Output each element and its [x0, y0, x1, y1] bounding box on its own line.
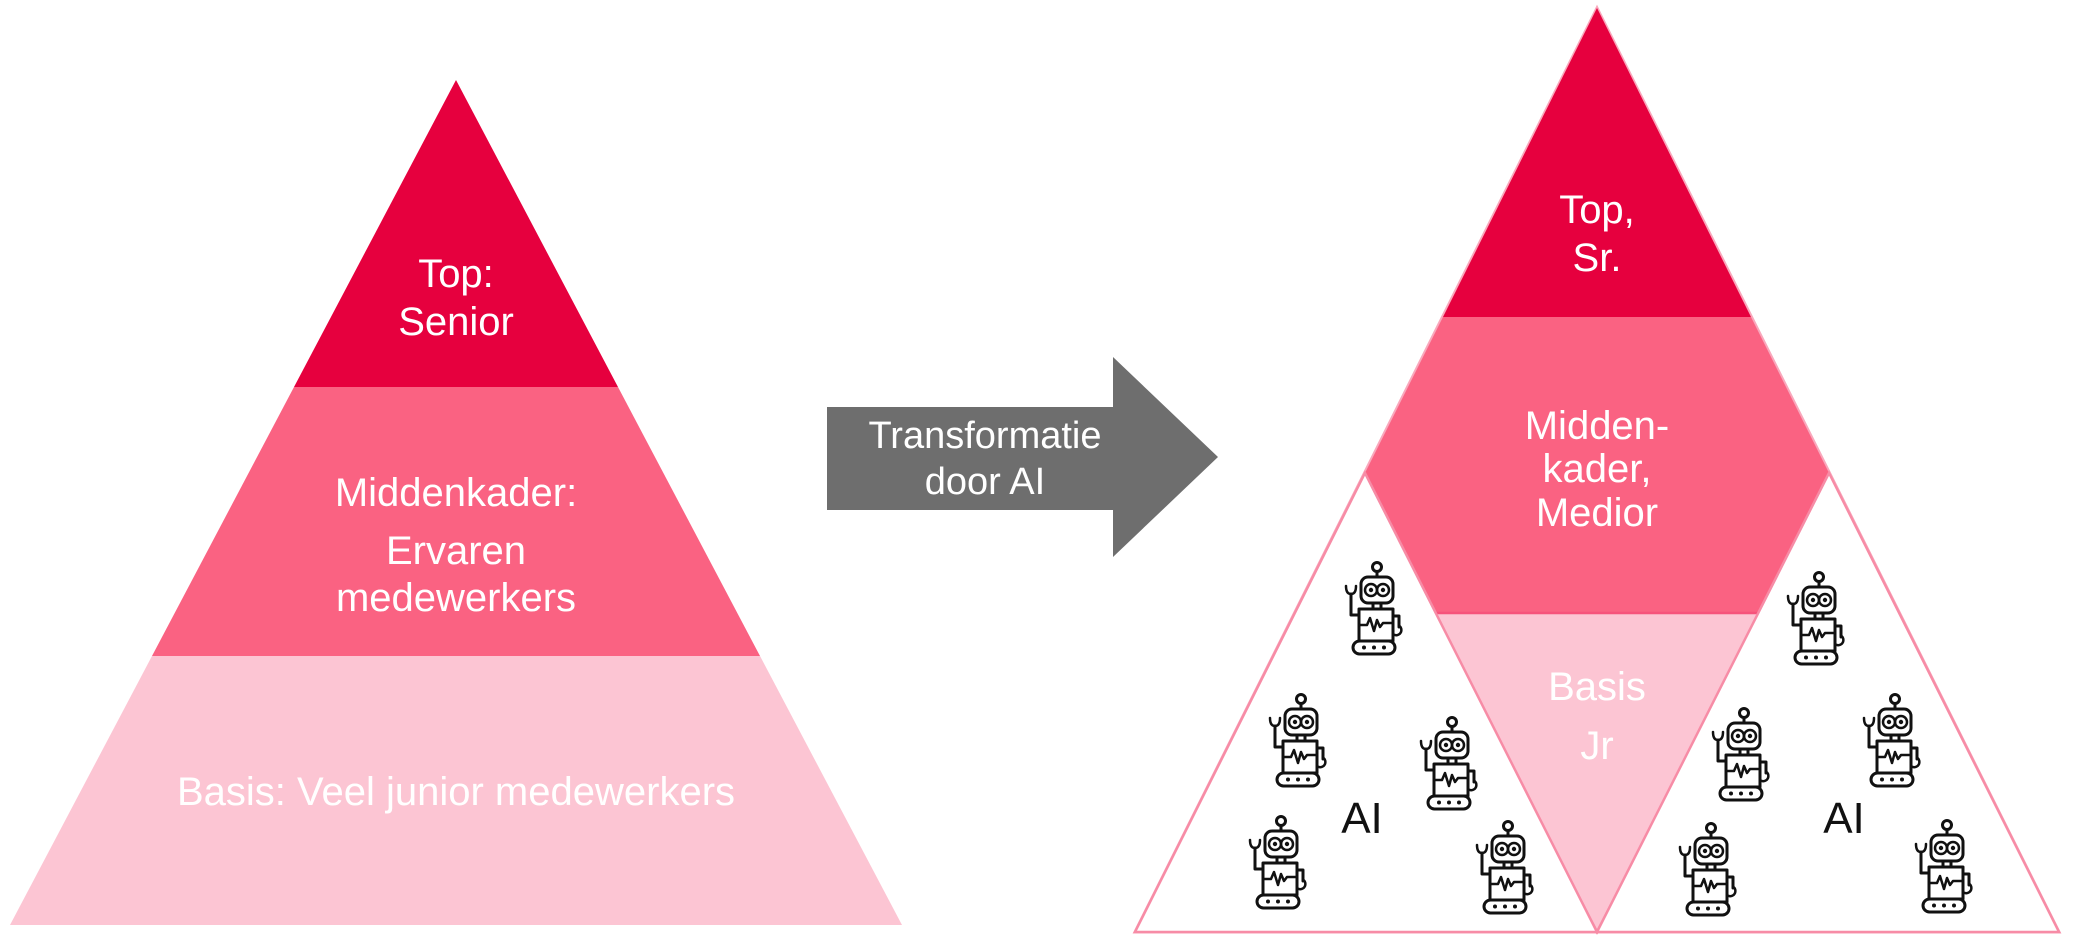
left-middle-label-line2: Ervaren — [386, 529, 526, 573]
arrow-label-line1: Transformatie — [869, 415, 1102, 457]
right-middle-label-line2: kader, — [1543, 447, 1652, 491]
left-pyramid-top-segment — [294, 80, 618, 387]
right-pyramid-top-segment — [1443, 8, 1751, 317]
right-middle-label-line3: Medior — [1536, 491, 1658, 535]
left-pyramid: Top: Senior Middenkader: Ervaren medewer… — [10, 80, 902, 925]
left-top-label-line2: Senior — [398, 300, 514, 344]
right-pyramid-middle-segment — [1365, 317, 1829, 613]
ai-label-right: AI — [1823, 794, 1865, 843]
right-base-label-line2: Jr — [1580, 724, 1613, 768]
right-pyramid: Top, Sr. Midden- kader, Medior Basis Jr … — [1132, 4, 2062, 935]
left-top-label-line1: Top: — [418, 252, 494, 296]
left-base-label: Basis: Veel junior medewerkers — [177, 770, 735, 814]
right-pyramid-ai-zone-right — [1594, 470, 2062, 934]
right-pyramid-ai-zone-left — [1132, 470, 1600, 934]
transformation-arrow: Transformatie door AI — [827, 357, 1218, 557]
right-top-label-line2: Sr. — [1573, 236, 1622, 280]
left-pyramid-middle-segment — [152, 387, 760, 656]
right-base-label-line1: Basis — [1548, 665, 1646, 709]
ai-label-left: AI — [1341, 794, 1383, 843]
right-top-label-line1: Top, — [1559, 188, 1635, 232]
left-middle-label-line3: medewerkers — [336, 576, 576, 620]
arrow-label-line2: door AI — [925, 461, 1045, 503]
right-middle-label-line1: Midden- — [1525, 404, 1670, 448]
left-middle-label-line1: Middenkader: — [335, 471, 577, 515]
left-pyramid-base-segment — [10, 656, 902, 925]
arrow-shape — [827, 357, 1218, 557]
